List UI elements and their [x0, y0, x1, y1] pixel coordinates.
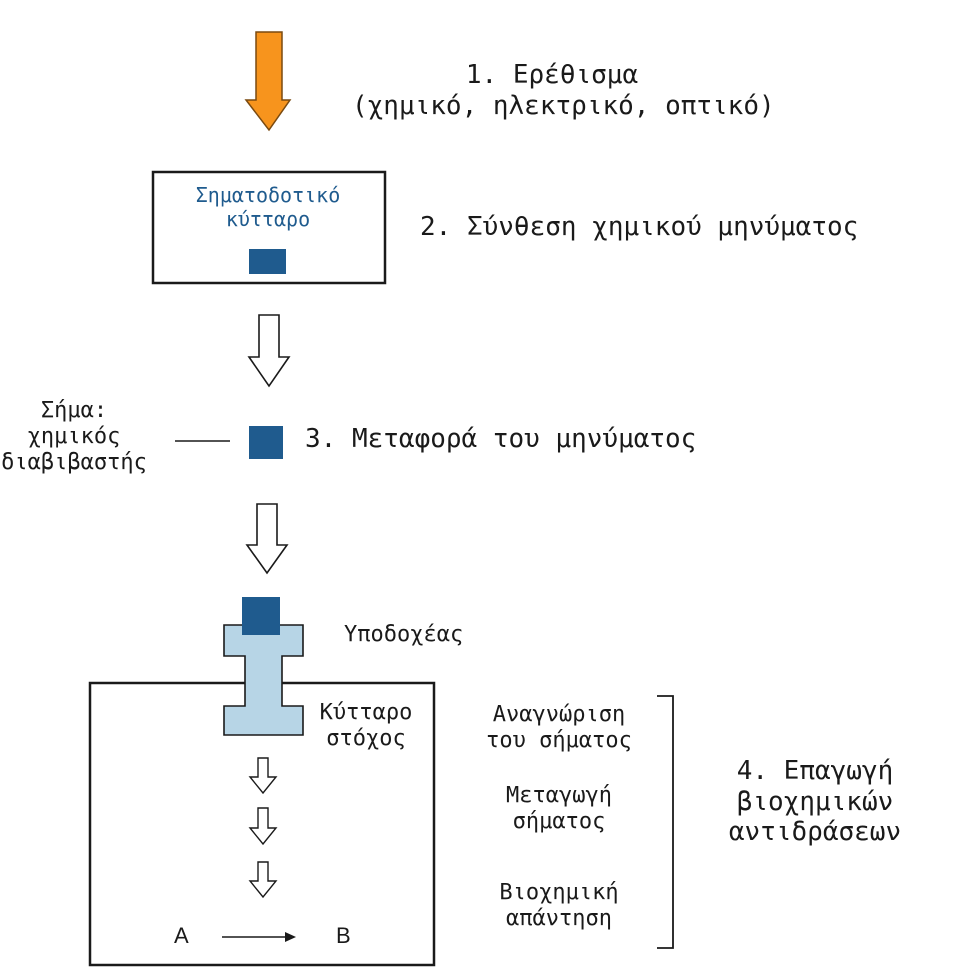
target-cell-label: Κύτταρο στόχος — [306, 700, 426, 752]
signaling-cell-line1: Σηματοδοτικό — [195, 183, 341, 207]
transduction-line2: σήματος — [512, 808, 606, 834]
signaling-cell-box — [151, 170, 387, 285]
response-label: Βιοχημική απάντηση — [466, 880, 652, 932]
recognition-line1: Αναγνώριση — [492, 702, 626, 727]
signaling-cell-line2: κύτταρο — [225, 206, 311, 231]
signal-molecule-in-cell — [249, 249, 286, 274]
signal-line1: Σήμα: — [40, 398, 108, 423]
reaction-arrow-head — [285, 932, 296, 942]
reaction-from-label: A — [174, 923, 189, 948]
response-line2: απάντηση — [506, 905, 612, 931]
transport-label: 3. Μεταφορά του μηνύματος — [305, 424, 697, 454]
stimulus-subtitle: (χημικό, ηλεκτρικό, οπτικό) — [352, 90, 775, 121]
signaling-cell-label: Σηματοδοτικό κύτταρο — [170, 183, 366, 231]
response-line1: Βιοχημική — [499, 880, 619, 905]
process-bracket — [657, 695, 674, 949]
flow-arrow-1 — [247, 314, 291, 388]
stimulus-title: 1. Ερέθισμα — [465, 60, 639, 90]
flow-arrow-2 — [245, 503, 289, 575]
signal-line3: διαβιβαστής — [1, 449, 147, 475]
induction-line3: αντιδράσεων — [728, 817, 902, 848]
synthesis-label: 2. Σύνθεση χημικού μηνύματος — [420, 212, 859, 242]
reaction-to-label: B — [336, 923, 351, 948]
target-cell-line1: Κύτταρο — [319, 700, 413, 725]
receptor-label: Υποδοχέας — [344, 622, 464, 647]
recognition-line2: του σήματος — [486, 727, 632, 753]
inner-arrow-3 — [248, 861, 278, 899]
inner-arrow-1 — [248, 757, 278, 795]
recognition-label: Αναγνώριση του σήματος — [466, 702, 652, 754]
transduction-line1: Μεταγωγή — [506, 783, 612, 808]
stimulus-arrow — [244, 31, 292, 132]
target-cell-line2: στόχος — [326, 725, 406, 751]
signal-label: Σήμα: χημικός διαβιβαστής — [0, 398, 148, 476]
receptor-shape — [223, 624, 304, 736]
induction-line2: βιοχημικών — [736, 786, 894, 817]
inner-arrow-2 — [248, 807, 278, 846]
induction-label: 4. Επαγωγή βιοχημικών αντιδράσεων — [690, 756, 940, 848]
stimulus-label: 1. Ερέθισμα (χημικό, ηλεκτρικό, οπτικό) — [352, 60, 775, 121]
bound-signal-molecule — [242, 597, 280, 635]
induction-line1: 4. Επαγωγή — [736, 756, 894, 786]
signal-molecule — [249, 426, 283, 459]
signal-line2: χημικός — [27, 423, 121, 449]
transduction-label: Μεταγωγή σήματος — [466, 783, 652, 835]
